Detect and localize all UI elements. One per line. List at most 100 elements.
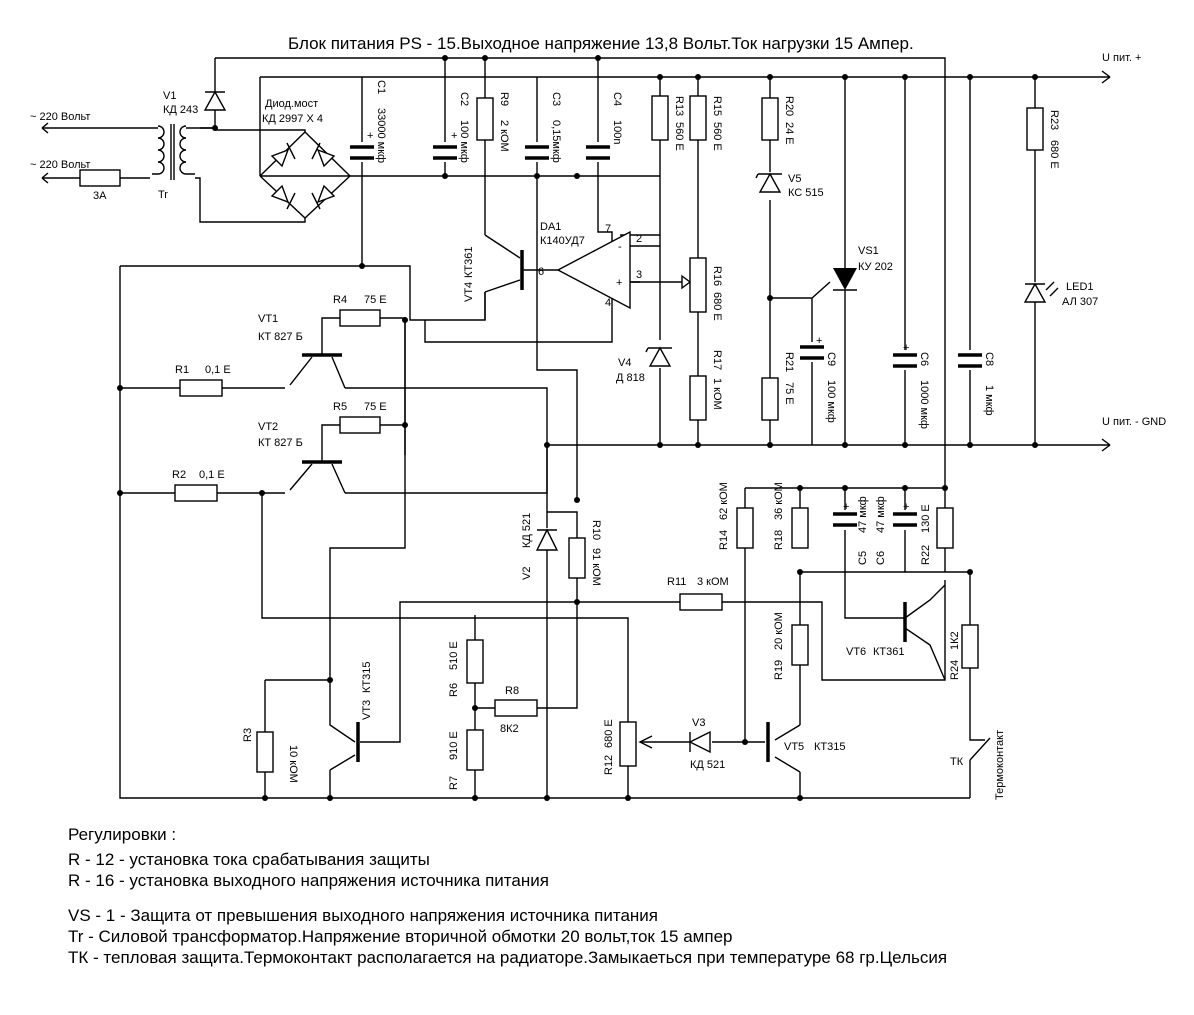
value-r5: 75 Е	[364, 401, 387, 413]
ref-v4: V4	[618, 357, 631, 369]
ref-v1: V1	[163, 90, 176, 102]
value-c2: 100 мкф	[458, 120, 470, 163]
value-r10: 91 кОМ	[590, 548, 602, 586]
value-c9: 100 мкф	[825, 380, 837, 423]
value-r16: 680 Е	[711, 292, 723, 321]
value-r11: 3 кОМ	[697, 576, 729, 588]
value-r18: 36 кОМ	[773, 482, 785, 520]
ref-r14: R14	[718, 530, 730, 550]
ref-r2: R2	[172, 469, 186, 481]
notes-block: Регулировки : R - 12 - установка тока ср…	[68, 824, 947, 968]
diode-v2	[535, 528, 559, 551]
ref-vt1: VT1	[258, 313, 278, 325]
pin-4: 4	[605, 297, 611, 309]
ref-r9: R9	[498, 92, 510, 106]
ref-r4: R4	[333, 294, 347, 306]
labels: ~ 220 Вольт ~ 220 Вольт 3А U пит. + U пи…	[30, 52, 1166, 800]
value-r22: 130 Е	[920, 504, 932, 533]
label-out-plus: U пит. +	[1102, 52, 1141, 64]
transistor-vt4	[484, 234, 524, 293]
fuse-3a	[79, 169, 121, 187]
value-bridge: КД 2997 Х 4	[262, 113, 323, 125]
value-v1: КД 243	[163, 104, 198, 116]
resistor-r23	[1026, 107, 1044, 151]
value-r23: 680 Е	[1048, 140, 1060, 169]
value-r12: 680 Е	[603, 719, 615, 748]
value-r4: 75 Е	[364, 294, 387, 306]
value-r1: 0,1 Е	[205, 364, 231, 376]
ref-c9: C9	[825, 352, 837, 366]
led-led1	[1023, 281, 1059, 303]
ref-c1: C1	[375, 80, 387, 94]
value-v3: КД 521	[690, 759, 725, 771]
ref-c6b: C6	[875, 551, 887, 565]
value-vt5: КТ315	[814, 741, 845, 753]
capacitor-c1	[350, 145, 374, 160]
ref-vs1: VS1	[858, 245, 879, 257]
value-c5: 47 мкф	[857, 496, 869, 533]
zener-v5	[755, 172, 782, 193]
value-r19: 20 кОМ	[773, 612, 785, 650]
ref-vt3: VT3	[361, 700, 373, 720]
ref-c5: C5	[857, 551, 869, 565]
value-r14: 62 кОМ	[718, 482, 730, 520]
resistor-r7	[466, 729, 484, 771]
value-r13: 560 Е	[673, 122, 685, 151]
value-da1: К140УД7	[540, 235, 585, 247]
value-v2: КД 521	[521, 513, 533, 548]
capacitor-c6-47	[893, 512, 917, 527]
polarity-c5: +	[843, 501, 849, 513]
resistor-r18	[791, 507, 809, 549]
polarity-c6a: +	[903, 342, 909, 354]
ref-r8: R8	[505, 685, 519, 697]
value-r17: 1 кОМ	[711, 378, 723, 410]
schematic-title: Блок питания PS - 15.Выходное напряжение…	[288, 34, 914, 53]
value-vt2: КТ 827 Б	[258, 437, 303, 449]
capacitor-c4	[586, 145, 610, 160]
value-vt6: КТ361	[873, 646, 904, 658]
ref-vt6: VT6	[846, 646, 866, 658]
value-r6: 510 Е	[448, 641, 460, 670]
thermo-switch-tk	[969, 737, 991, 761]
resistor-r21	[761, 377, 779, 421]
ref-led1: LED1	[1066, 281, 1094, 293]
ref-r22: R22	[920, 545, 932, 565]
value-vs1: КУ 202	[858, 261, 893, 273]
ref-r20: R20	[783, 96, 795, 116]
resistor-r10	[568, 537, 586, 579]
resistor-r11	[679, 593, 723, 611]
value-tk: Термоконтакт	[994, 730, 1006, 800]
label-ac2: ~ 220 Вольт	[30, 159, 90, 171]
notes-heading: Регулировки :	[68, 825, 177, 844]
ref-tk: ТК	[950, 756, 964, 768]
pin-2: 2	[636, 233, 642, 245]
resistor-r3	[256, 731, 274, 773]
pin-6: 6	[538, 266, 544, 278]
polarity-c9: +	[816, 335, 822, 347]
value-r9: 2 кОМ	[498, 120, 510, 152]
capacitor-c6-1000	[893, 353, 917, 368]
value-c1: 33000 мкф	[375, 108, 387, 163]
value-r3: 10 кОМ	[287, 745, 299, 783]
resistor-r13	[651, 95, 669, 141]
label-fuse: 3А	[93, 190, 107, 202]
resistor-r15	[689, 95, 707, 141]
transformer-tr	[152, 124, 195, 180]
diode-v1	[203, 90, 227, 111]
ref-r7: R7	[448, 776, 460, 790]
ref-bridge: Диод.мост	[265, 98, 318, 110]
ref-r15: R15	[711, 96, 723, 116]
value-vt1: КТ 827 Б	[258, 331, 303, 343]
resistor-r9	[476, 97, 494, 141]
value-r20: 24 Е	[783, 122, 795, 145]
value-vt4: КТ361	[463, 247, 475, 278]
zener-v4	[645, 346, 672, 367]
ref-r1: R1	[175, 364, 189, 376]
value-vt3: КТ315	[361, 662, 373, 693]
ref-r11: R11	[667, 576, 686, 588]
ref-r12: R12	[603, 755, 615, 775]
polarity-c2: +	[451, 130, 457, 142]
ref-r5: R5	[333, 401, 347, 413]
value-c3: 0,15мкф	[550, 120, 562, 163]
potentiometer-r16	[681, 257, 707, 313]
